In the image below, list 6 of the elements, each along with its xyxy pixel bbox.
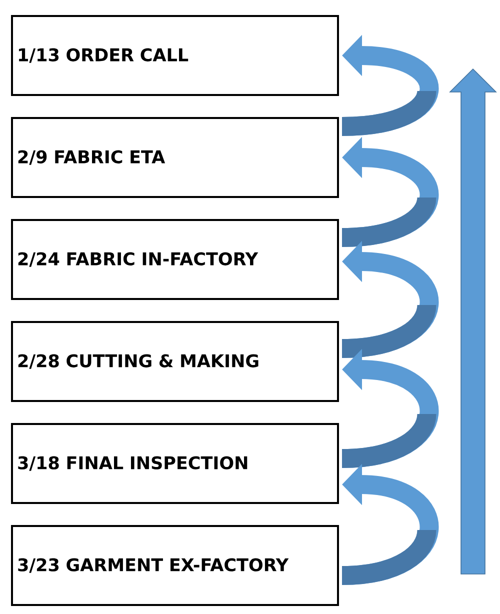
- milestone-box: 2/28 CUTTING & MAKING: [11, 321, 339, 402]
- milestone-box: 2/24 FABRIC IN-FACTORY: [11, 219, 339, 300]
- milestone-box: 3/18 FINAL INSPECTION: [11, 423, 339, 504]
- milestone-box: 2/9 FABRIC ETA: [11, 117, 339, 198]
- milestone-box: 1/13 ORDER CALL: [11, 15, 339, 96]
- milestone-box: 3/23 GARMENT EX-FACTORY: [11, 525, 339, 606]
